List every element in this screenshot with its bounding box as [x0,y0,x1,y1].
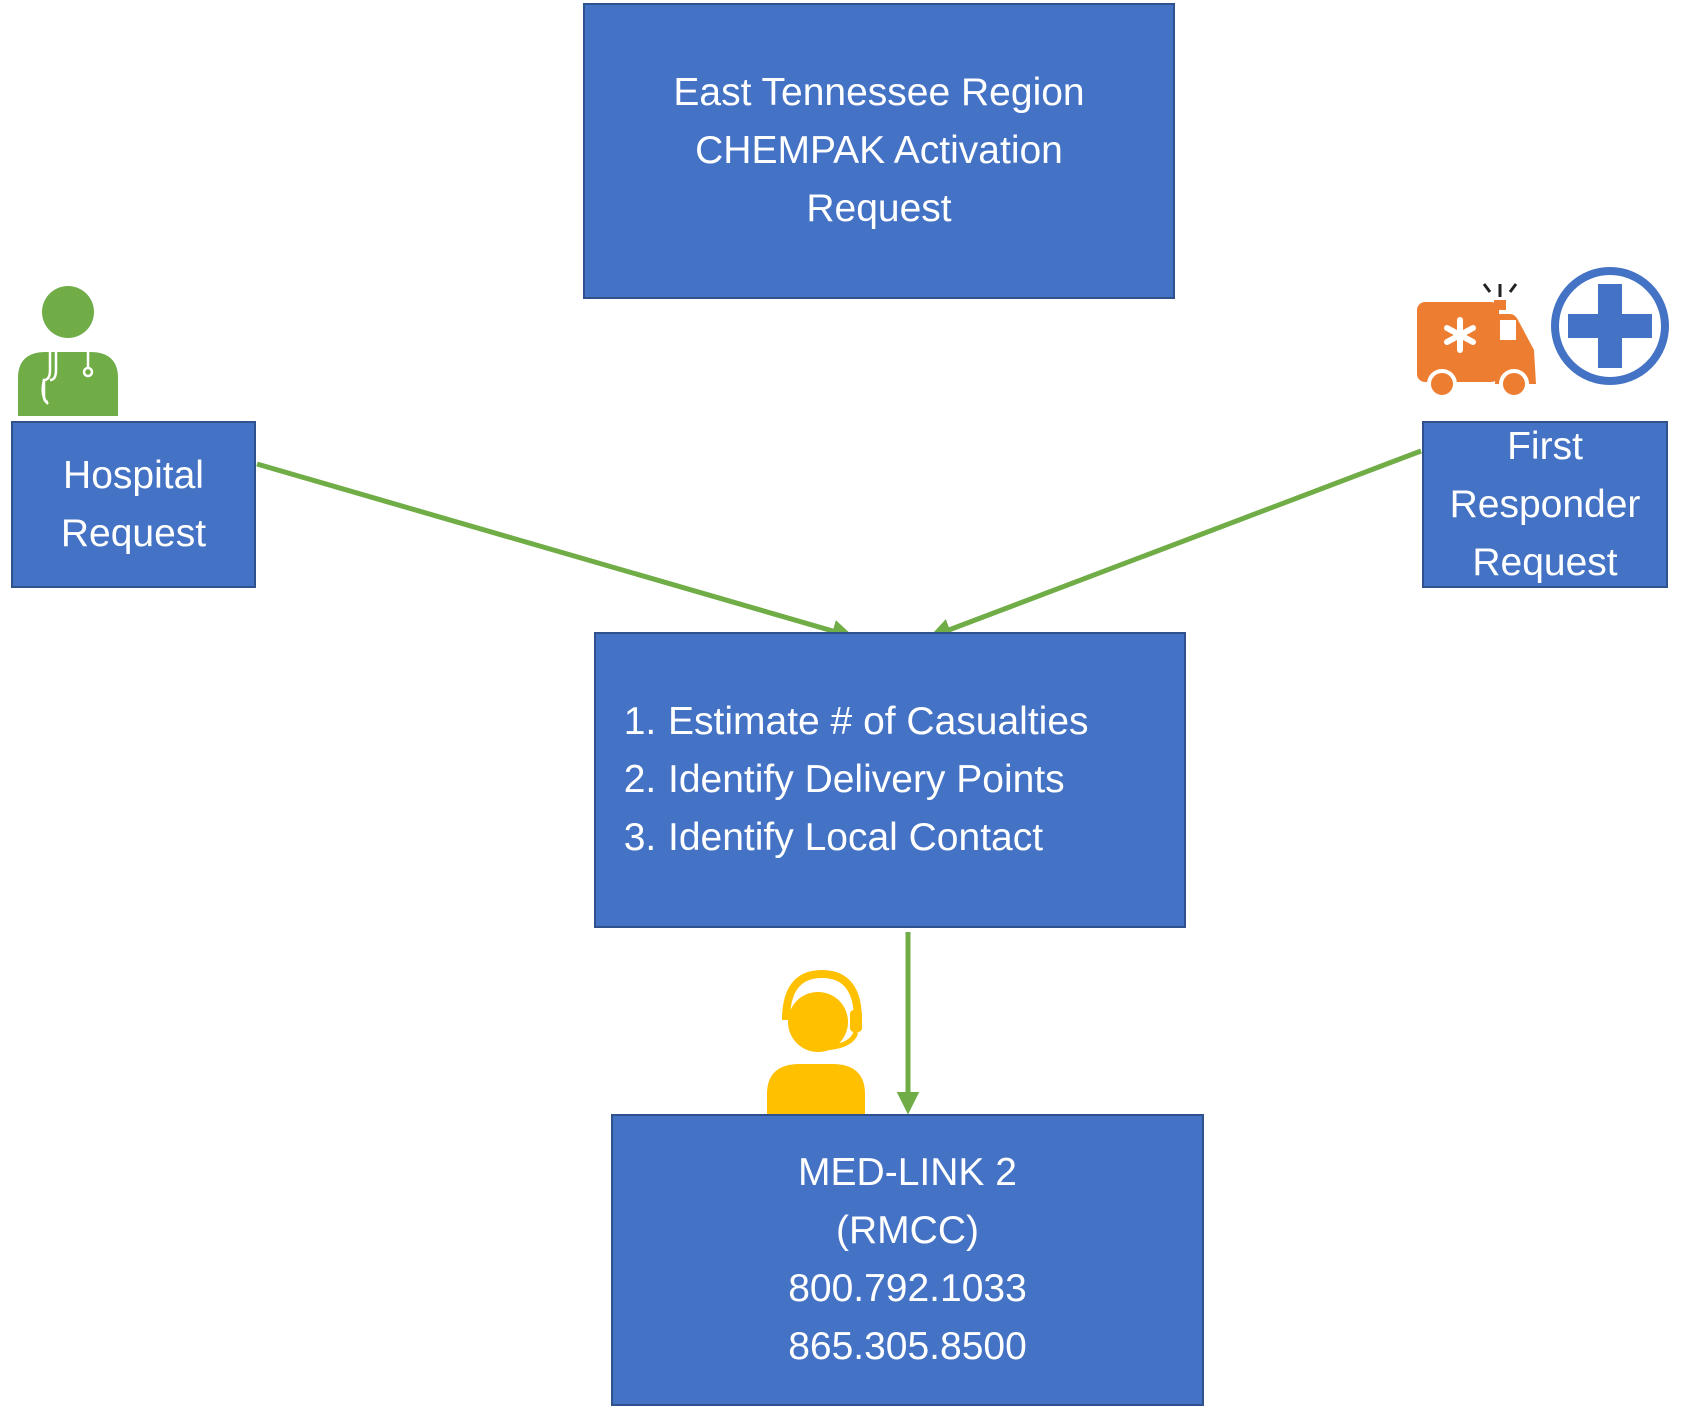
title-line: CHEMPAK Activation [695,129,1063,172]
step-text: Identify Delivery Points [668,758,1065,801]
steps-box: 1. Estimate # of Casualties 2. Identify … [594,632,1186,928]
step-number: 1. [623,700,657,743]
first-responder-line: First [1507,424,1583,468]
step-item: 1. Estimate # of Casualties [612,693,1089,751]
medlink-phone-2: 865.305.8500 [788,1325,1027,1368]
steps-list: 1. Estimate # of Casualties 2. Identify … [612,693,1089,867]
step-item: 2. Identify Delivery Points [612,751,1089,809]
first-responder-line: Responder [1449,482,1641,526]
title-line: Request [806,187,952,230]
medlink-phone-1: 800.792.1033 [788,1267,1027,1310]
arrow-first-responder-to-steps [928,448,1422,641]
first-responder-line: Request [1472,540,1618,584]
title-box: East Tennessee Region CHEMPAK Activation… [583,3,1175,299]
arrow-hospital-to-steps [256,461,855,642]
hospital-request-line: Hospital [63,453,204,497]
medlink-box: MED-LINK 2 (RMCC) 800.792.1033 865.305.8… [611,1114,1204,1406]
medlink-line: MED-LINK 2 [798,1151,1017,1194]
hospital-request-line: Request [60,511,207,555]
step-text: Estimate # of Casualties [668,700,1089,743]
step-text: Identify Local Contact [668,816,1044,859]
hospital-request-box: Hospital Request [11,421,256,588]
step-number: 3. [623,816,657,859]
step-number: 2. [623,758,657,801]
step-item: 3. Identify Local Contact [612,809,1089,867]
title-line: East Tennessee Region [673,71,1085,114]
medlink-line: (RMCC) [836,1209,979,1252]
first-responder-request-box: First Responder Request [1422,421,1668,588]
